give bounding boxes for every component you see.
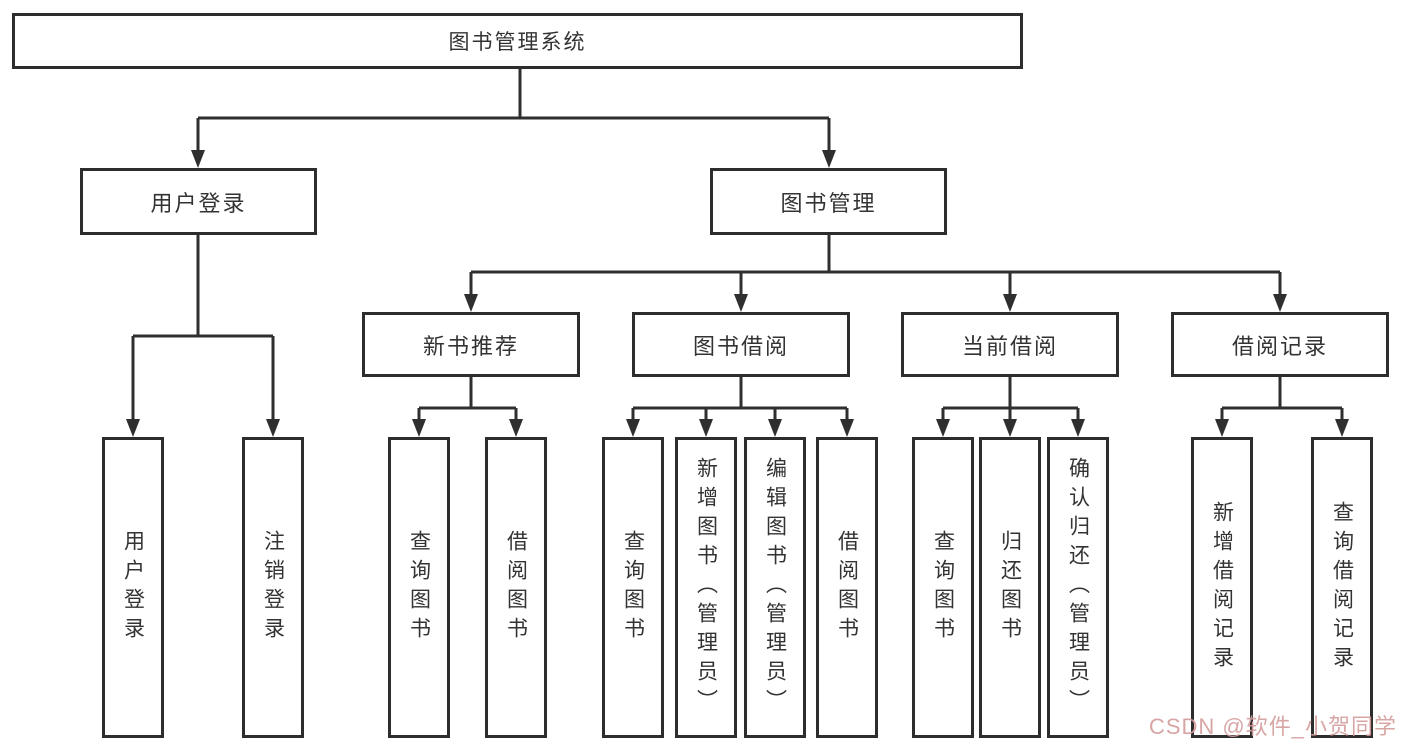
csdn-watermark: CSDN @软件_小贺同学 — [1148, 714, 1397, 739]
node-book-management-system: 图书管理系统 — [12, 13, 1023, 69]
leaf-label: 借阅图书 — [835, 529, 859, 646]
leaf-label: 新增图书（管理员） — [694, 457, 718, 718]
leaf-label: 确认归还（管理员） — [1066, 457, 1090, 718]
leaf-label: 查询图书 — [931, 529, 955, 646]
node-current-borrowing: 当前借阅 — [901, 312, 1119, 377]
leaf-confirm-return-admin: 确认归还（管理员） — [1047, 437, 1109, 738]
node-label: 新书推荐 — [422, 333, 519, 359]
leaf-label: 借阅图书 — [504, 529, 528, 646]
node-user-login: 用户登录 — [80, 168, 317, 235]
node-label: 用户登录 — [150, 190, 247, 216]
leaf-add-books-admin: 新增图书（管理员） — [675, 437, 737, 738]
leaf-return-books: 归还图书 — [979, 437, 1041, 738]
node-label: 图书管理系统 — [448, 31, 587, 54]
leaf-label: 新增借阅记录 — [1210, 500, 1234, 675]
leaf-label: 归还图书 — [998, 529, 1022, 646]
leaf-borrow-books: 借阅图书 — [816, 437, 878, 738]
leaf-label: 查询图书 — [407, 529, 431, 646]
node-label: 图书借阅 — [692, 333, 789, 359]
leaf-edit-books-admin: 编辑图书（管理员） — [744, 437, 806, 738]
leaf-label: 查询图书 — [621, 529, 645, 646]
node-borrowing-records: 借阅记录 — [1171, 312, 1389, 377]
leaf-query-books-recommend: 查询图书 — [388, 437, 450, 738]
node-label: 图书管理 — [780, 190, 877, 216]
leaf-label: 用户登录 — [121, 529, 145, 646]
leaf-query-books-current: 查询图书 — [912, 437, 974, 738]
leaf-label: 查询借阅记录 — [1330, 500, 1354, 675]
leaf-query-borrow-record: 查询借阅记录 — [1311, 437, 1373, 738]
leaf-add-borrow-record: 新增借阅记录 — [1191, 437, 1253, 738]
leaf-label: 注销登录 — [261, 529, 285, 646]
leaf-user-login: 用户登录 — [102, 437, 164, 738]
leaf-label: 编辑图书（管理员） — [763, 457, 787, 718]
leaf-query-books-borrow: 查询图书 — [602, 437, 664, 738]
node-label: 当前借阅 — [961, 333, 1058, 359]
arrowhead-down-icon — [126, 150, 1349, 437]
node-book-borrowing: 图书借阅 — [632, 312, 850, 377]
node-book-management: 图书管理 — [710, 168, 947, 235]
connector-line — [131, 69, 1344, 421]
node-new-book-recommendation: 新书推荐 — [362, 312, 580, 377]
node-label: 借阅记录 — [1231, 333, 1328, 359]
leaf-logout: 注销登录 — [242, 437, 304, 738]
leaf-borrow-books-recommend: 借阅图书 — [485, 437, 547, 738]
